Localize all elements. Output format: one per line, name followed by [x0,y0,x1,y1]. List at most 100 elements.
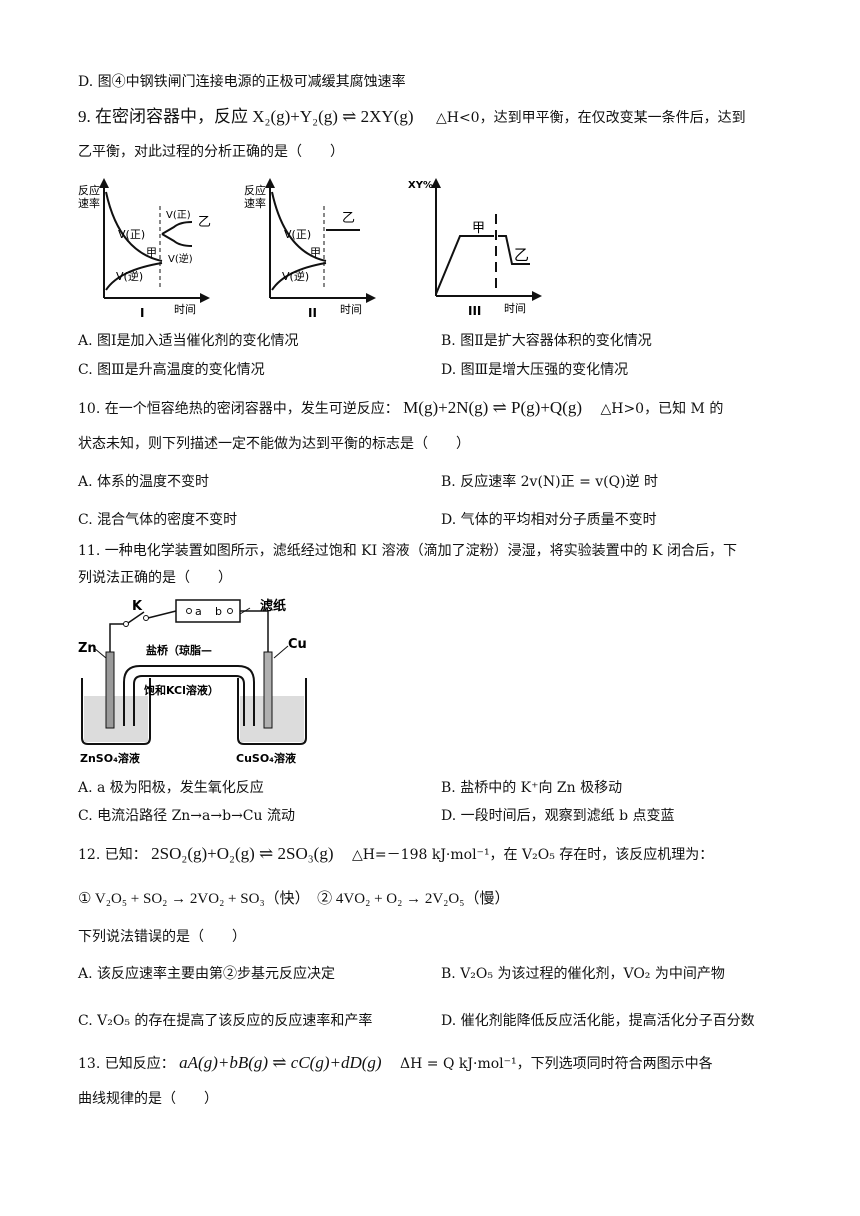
fig2-y-arrow [265,178,275,188]
q11-stem-b: 列说法正确的是（ ） [78,570,232,586]
fig3-curve-yi [498,235,530,265]
label-bridge-1: 盐桥（琼脂— [146,643,212,657]
label-znso4: ZnSO₄溶液 [80,751,141,765]
q13-stem-a: 13. 已知反应： [78,1056,175,1072]
q10-option-c: C. 混合气体的密度不变时 [78,512,238,528]
filter-paper-box [175,599,241,623]
q9-figure-2: 反应 速率 V(正) V(逆) 甲 乙 时间 II [244,178,376,320]
label-cuso4: CuSO₄溶液 [236,751,297,765]
fig2-jia: 甲 [310,246,321,259]
wire-left [109,623,124,652]
q9-figure-1: 反应 速率 V(正) V(逆) 甲 V(正) V(逆) 乙 时间 I [78,178,211,320]
beaker-right [237,678,307,745]
beaker-left [81,678,151,745]
q12-option-a: A. 该反应速率主要由第②步基元反应决定 [78,966,336,982]
fig1-v-forward-2: V(正) [166,210,191,221]
q9-stem: 9. 在密闭容器中，反应 X₂(g)+Y₂(g) ⇌ 2XY(g) △H<0，达… [78,107,746,128]
salt-bridge-outer [123,665,255,726]
q12-mechanism: ① V₂O₅ + SO₂ → 2VO₂ + SO₃（快） ② 4VO₂ + O₂… [78,891,510,907]
point-a-dot [186,608,192,614]
cu-pointer [273,645,289,659]
label-filter-paper: 滤纸 [260,598,286,614]
label-b: b [215,605,222,618]
fig1-y-arrow [99,178,109,188]
q12-equation: 2SO₂(g)+O₂(g) ⇌ 2SO₃(g) [151,844,334,863]
fig1-v-reverse: V(逆) [116,269,143,283]
fig3-xlabel: 时间 [504,302,526,315]
fig3-yi: 乙 [514,246,529,264]
q12-stem-a: 12. 已知： [78,847,147,863]
fig3-ylabel: XY% [408,180,433,191]
q12-option-b: B. V₂O₅ 为该过程的催化剂，VO₂ 为中间产物 [441,966,725,982]
q12-stem-c: 下列说法错误的是（ ） [78,929,246,945]
fig1-curve-reverse-2 [161,233,193,247]
cu-electrode [263,651,273,729]
fig3-roman: III [468,304,481,318]
q13-stem-c: 曲线规律的是（ ） [78,1091,218,1107]
q11-option-d: D. 一段时间后，观察到滤纸 b 点变蓝 [441,808,675,824]
wire-to-a [147,610,177,619]
fig2-x-arrow [366,293,376,303]
q11-option-a: A. a 极为阳极，发生氧化反应 [78,780,264,796]
q9-option-b: B. 图Ⅱ是扩大容器体积的变化情况 [441,333,652,349]
label-bridge-2: 饱和KCl溶液） [144,683,219,697]
fig1-x-arrow [200,293,210,303]
wire-right [240,610,269,652]
q12-option-c: C. V₂O₅ 的存在提高了该反应的反应速率和产率 [78,1013,373,1029]
solution-left [84,696,148,742]
label-cu: Cu [288,637,307,652]
fig3-curve-jia [435,235,494,295]
fig1-yi: 乙 [198,215,211,230]
fig1-curve-reverse [105,262,163,291]
switch-lever [127,611,145,624]
salt-bridge-inner [133,675,245,726]
q13-stem: 13. 已知反应： aA(g)+bB(g) ⇌ cC(g)+dD(g) ΔH =… [78,1053,713,1074]
q9-stem-a: 9. 在密闭容器中，反应 X₂(g)+Y₂(g) ⇌ 2XY(g) [78,107,414,126]
fig3-jia: 甲 [472,221,485,236]
fig2-v-forward: V(正) [284,228,311,241]
fig2-v-reverse: V(逆) [282,269,309,283]
fig1-xlabel: 时间 [174,303,196,316]
q12-stem: 12. 已知： 2SO₂(g)+O₂(g) ⇌ 2SO₃(g) △H=－198 … [78,844,713,865]
fig1-v-forward: V(正) [118,228,145,241]
switch-contact [143,615,149,621]
q10-option-b: B. 反应速率 2v(N)正 = v(Q)逆 时 [441,474,659,490]
label-zn: Zn [78,641,97,656]
q11-stem-a: 11. 一种电化学装置如图所示，滤纸经过饱和 KI 溶液（滴加了淀粉）浸湿，将实… [78,543,737,559]
q10-equation: M(g)+2N(g) ⇌ P(g)+Q(g) [403,398,583,417]
fig2-ylabel-1: 反应 [244,183,266,197]
q9-option-d: D. 图Ⅲ是增大压强的变化情况 [441,362,629,378]
fig1-v-reverse-2: V(逆) [168,252,193,265]
zn-electrode [105,651,115,729]
q10-stem-a: 10. 在一个恒容绝热的密闭容器中，发生可逆反应： [78,401,399,417]
label-a: a [195,605,202,618]
q10-option-a: A. 体系的温度不变时 [78,474,210,490]
q13-stem-b: ΔH = Q kJ·mol⁻¹，下列选项同时符合两图示中各 [400,1056,713,1072]
fig1-roman: I [140,306,144,320]
fig1-ylabel-2: 速率 [78,196,100,210]
fig2-curve-forward [271,191,327,262]
q9-option-c: C. 图Ⅲ是升高温度的变化情况 [78,362,265,378]
fig3-x-arrow [532,291,542,301]
q10-stem: 10. 在一个恒容绝热的密闭容器中，发生可逆反应： M(g)+2N(g) ⇌ P… [78,398,723,419]
q10-option-d: D. 气体的平均相对分子质量不变时 [441,512,657,528]
q12-stem-b: △H=－198 kJ·mol⁻¹，在 V₂O₅ 存在时，该反应机理为： [351,847,714,863]
label-k: K [132,599,143,614]
zn-pointer [93,647,107,659]
q13-equation: aA(g)+bB(g) ⇌ cC(g)+dD(g) [179,1053,382,1072]
q9-stem-b: △H<0，达到甲平衡，在仅改变某一条件后，达到 [435,110,746,126]
q11-figure: a b 滤纸 K Zn Cu 盐桥（琼脂— 饱和KCl溶液） ZnSO₄溶液 C… [78,598,307,765]
fig2-roman: II [308,306,317,320]
q11-option-c: C. 电流沿路径 Zn→a→b→Cu 流动 [78,808,295,824]
q9-figure-3: XY% 甲 乙 时间 III [408,178,542,318]
fig2-xlabel: 时间 [340,303,362,316]
fig1-curve-forward [105,191,163,262]
point-b-dot [227,608,233,614]
fig2-ylabel-2: 速率 [244,196,266,210]
fig1-curve-forward-2 [161,221,193,235]
switch-pivot [123,621,129,627]
q8-option-d: D. 图④中钢铁闸门连接电源的正极可减缓其腐蚀速率 [78,74,406,90]
fig1-jia: 甲 [146,246,157,259]
q11-option-b: B. 盐桥中的 K⁺向 Zn 极移动 [441,780,623,796]
q12-option-d: D. 催化剂能降低反应活化能，提高活化分子百分数 [441,1013,755,1029]
